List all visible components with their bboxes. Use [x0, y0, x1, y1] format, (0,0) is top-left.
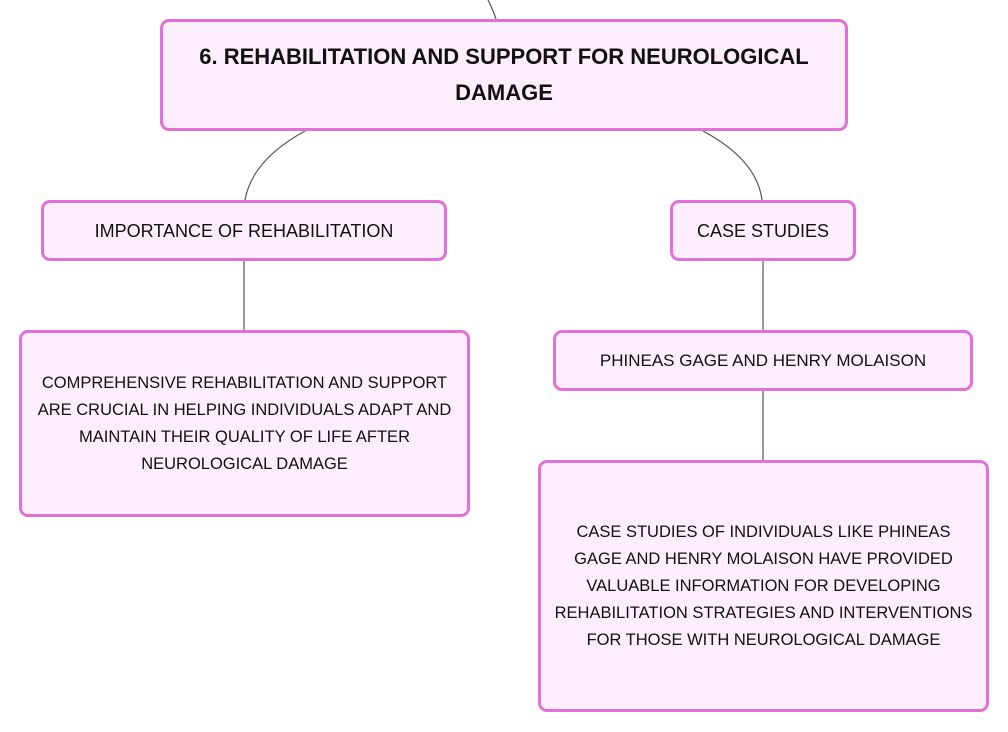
- root-topic-node[interactable]: 6. REHABILITATION AND SUPPORT FOR NEUROL…: [160, 19, 848, 131]
- importance-of-rehabilitation-label: IMPORTANCE OF REHABILITATION: [94, 220, 394, 241]
- phineas-gage-henry-molaison-label: PHINEAS GAGE AND HENRY MOLAISON: [599, 350, 927, 370]
- connector-root-to-importance: [244, 130, 306, 201]
- case-studies-detail-text: CASE STUDIES OF INDIVIDUALS LIKE PHINEAS…: [554, 522, 973, 649]
- connector-from-parent: [487, 0, 497, 20]
- case-studies-label: CASE STUDIES: [696, 220, 830, 241]
- case-studies-detail-node[interactable]: CASE STUDIES OF INDIVIDUALS LIKE PHINEAS…: [538, 460, 989, 712]
- connector-root-to-case-studies: [702, 130, 763, 201]
- rehabilitation-detail-text: COMPREHENSIVE REHABILITATION AND SUPPORT…: [37, 373, 452, 473]
- phineas-gage-henry-molaison-node[interactable]: PHINEAS GAGE AND HENRY MOLAISON: [553, 330, 973, 391]
- root-topic-title: 6. REHABILITATION AND SUPPORT FOR NEUROL…: [199, 44, 809, 105]
- case-studies-node[interactable]: CASE STUDIES: [670, 200, 856, 261]
- rehabilitation-detail-node[interactable]: COMPREHENSIVE REHABILITATION AND SUPPORT…: [19, 330, 470, 517]
- importance-of-rehabilitation-node[interactable]: IMPORTANCE OF REHABILITATION: [41, 200, 447, 261]
